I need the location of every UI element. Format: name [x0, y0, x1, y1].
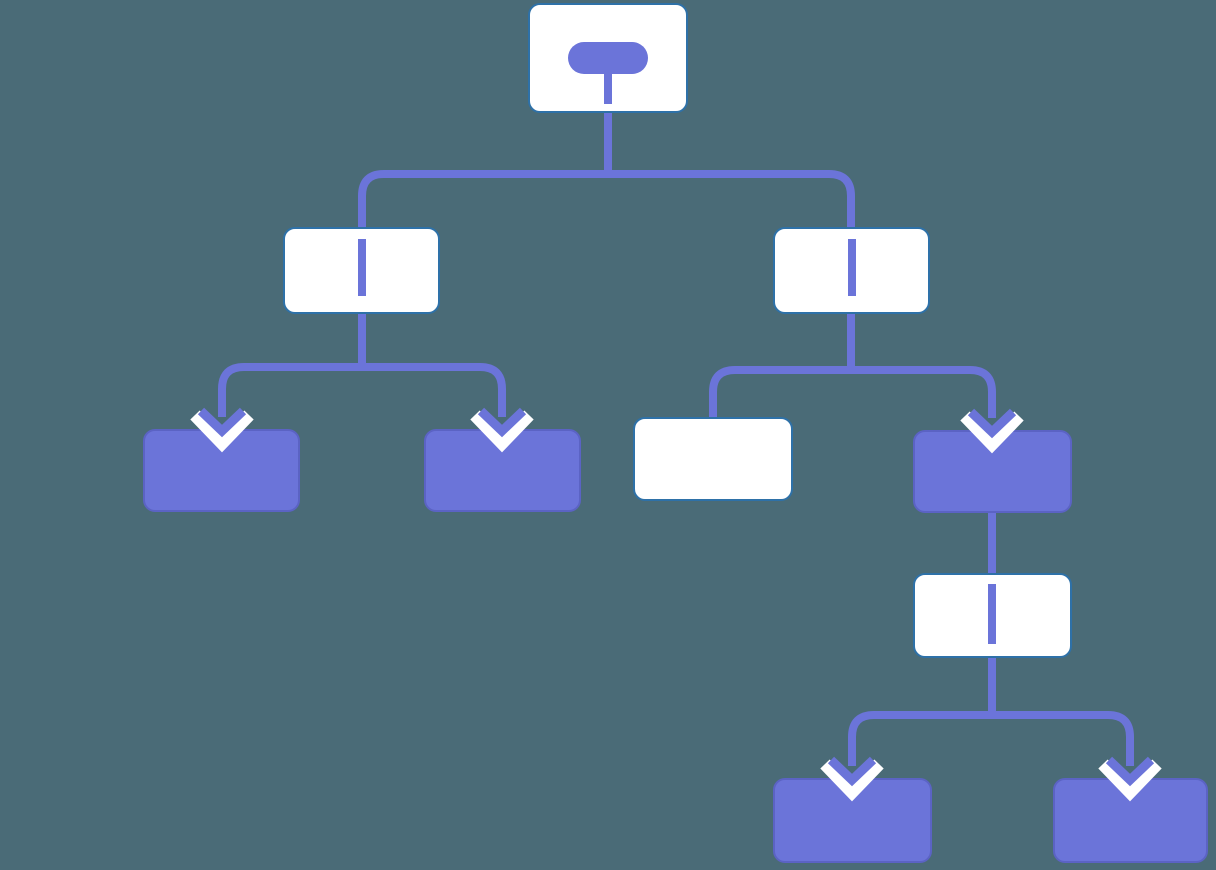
node-leaf-3[interactable] — [773, 778, 932, 863]
edge-branch-right-children — [709, 366, 996, 418]
node-leaf-4[interactable] — [1053, 778, 1208, 863]
node-plain-1[interactable] — [633, 417, 793, 501]
node-branch-left[interactable] — [283, 227, 440, 314]
node-leaf-2[interactable] — [424, 429, 581, 512]
node-pass-2[interactable] — [913, 573, 1072, 658]
pill-stem-line — [604, 71, 612, 104]
edge-branch-left-children — [218, 363, 506, 417]
node-leaf-1[interactable] — [143, 429, 300, 512]
edge-root-branches — [358, 170, 855, 227]
vertical-line-icon — [848, 239, 856, 296]
start-pill-icon — [568, 42, 648, 74]
node-mid-right[interactable] — [913, 430, 1072, 513]
edge-pass-2-children — [848, 711, 1134, 766]
vertical-line-icon — [358, 239, 366, 296]
node-branch-right[interactable] — [773, 227, 930, 314]
vertical-line-icon — [988, 584, 996, 644]
node-root[interactable] — [528, 3, 688, 113]
